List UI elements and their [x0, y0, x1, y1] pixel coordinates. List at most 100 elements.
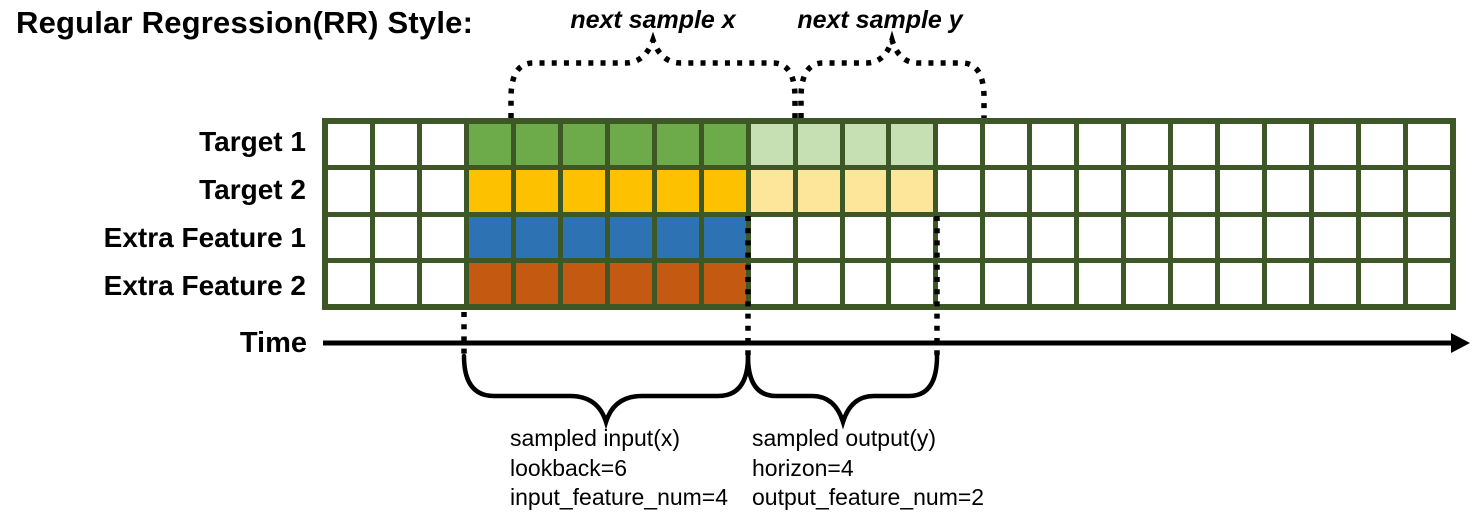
grid-cell	[1173, 124, 1216, 166]
grid-cell	[328, 262, 370, 304]
grid-cell	[515, 262, 558, 304]
grid-cell	[1220, 170, 1263, 212]
grid-cell	[938, 216, 981, 258]
horizon-value: horizon=4	[752, 454, 854, 481]
grid-cell	[1032, 170, 1075, 212]
grid-cell	[1079, 124, 1122, 166]
grid-cell	[1267, 170, 1310, 212]
grid-cell	[609, 262, 652, 304]
sampled-input-title: sampled input(x)	[510, 425, 681, 451]
row-label-extra-feature-1: Extra Feature 1	[103, 222, 306, 253]
next-sample-y-label: next sample y	[797, 6, 963, 34]
time-axis-arrowhead	[1451, 333, 1470, 353]
grid-cell	[844, 216, 887, 258]
grid-cell	[374, 124, 417, 166]
row-label-target-2: Target 2	[199, 174, 306, 205]
grid-cell	[562, 170, 605, 212]
grid-cell	[656, 124, 699, 166]
grid-cell	[328, 216, 370, 258]
sampled-input-annotation: sampled input(x) lookback=6 input_featur…	[510, 424, 728, 513]
grid-cell	[703, 170, 746, 212]
grid-cell	[1126, 124, 1169, 166]
grid-cell	[374, 216, 417, 258]
grid-cell	[515, 216, 558, 258]
grid-cell	[1079, 262, 1122, 304]
grid-cell	[374, 170, 417, 212]
grid-cell	[562, 124, 605, 166]
grid-cell	[891, 124, 934, 166]
grid-cell	[703, 216, 746, 258]
lookback-value: lookback=6	[510, 454, 627, 481]
grid-cell	[656, 262, 699, 304]
grid-cell	[1032, 262, 1075, 304]
grid-cell	[468, 124, 511, 166]
grid-cell	[1408, 216, 1450, 258]
grid-cell	[1126, 216, 1169, 258]
grid-cell	[1173, 262, 1216, 304]
grid-cell	[797, 124, 840, 166]
grid-cell	[844, 124, 887, 166]
time-axis-label: Time	[239, 327, 307, 359]
grid-cell	[656, 170, 699, 212]
grid-cell	[938, 124, 981, 166]
grid-cell	[844, 170, 887, 212]
grid-cell	[1032, 124, 1075, 166]
sampled-output-brace	[745, 353, 940, 430]
grid-cell	[1220, 216, 1263, 258]
grid-cell	[985, 216, 1028, 258]
grid-cell	[1220, 262, 1263, 304]
grid-cell	[562, 262, 605, 304]
grid-cell	[985, 262, 1028, 304]
next-sample-x-label: next sample x	[570, 6, 736, 34]
grid-cell	[1267, 216, 1310, 258]
grid-cell	[703, 262, 746, 304]
grid-cell	[374, 262, 417, 304]
sampled-output-annotation: sampled output(y) horizon=4 output_featu…	[752, 424, 984, 513]
grid-cell	[703, 124, 746, 166]
grid-cell	[750, 170, 793, 212]
grid-cell	[985, 170, 1028, 212]
next-sample-y-brace	[798, 30, 987, 118]
sampled-input-brace	[461, 353, 751, 430]
row-label-target-1: Target 1	[199, 126, 306, 157]
grid-cell	[1314, 124, 1357, 166]
output-feature-num-value: output_feature_num=2	[752, 484, 985, 510]
grid-cell	[844, 262, 887, 304]
grid-cell	[1408, 262, 1450, 304]
grid-cell	[1408, 124, 1450, 166]
sampled-output-title: sampled output(y)	[752, 425, 937, 451]
grid-cell	[938, 170, 981, 212]
grid-cell	[468, 170, 511, 212]
grid-cell	[1126, 262, 1169, 304]
grid-cell	[515, 124, 558, 166]
grid-cell	[1079, 170, 1122, 212]
grid-cell	[468, 262, 511, 304]
grid-cell	[1361, 216, 1404, 258]
grid-cell	[656, 216, 699, 258]
grid-cell	[1267, 262, 1310, 304]
grid-cell	[985, 124, 1028, 166]
grid-cell	[797, 170, 840, 212]
sample-grid	[322, 118, 1456, 310]
grid-cell	[1314, 216, 1357, 258]
grid-cell	[797, 216, 840, 258]
grid-cell	[1314, 262, 1357, 304]
grid-cell	[1126, 170, 1169, 212]
grid-cell	[421, 124, 464, 166]
grid-cell	[515, 170, 558, 212]
grid-cell	[938, 262, 981, 304]
grid-cell	[1408, 170, 1450, 212]
grid-cell	[421, 216, 464, 258]
grid-cell	[609, 170, 652, 212]
grid-cell	[750, 262, 793, 304]
grid-cell	[1173, 216, 1216, 258]
grid-cell	[750, 124, 793, 166]
grid-cell	[1173, 170, 1216, 212]
grid-cell	[421, 170, 464, 212]
grid-cell	[1079, 216, 1122, 258]
grid-cell	[750, 216, 793, 258]
grid-cell	[1361, 124, 1404, 166]
grid-cell	[797, 262, 840, 304]
grid-cell	[328, 124, 370, 166]
